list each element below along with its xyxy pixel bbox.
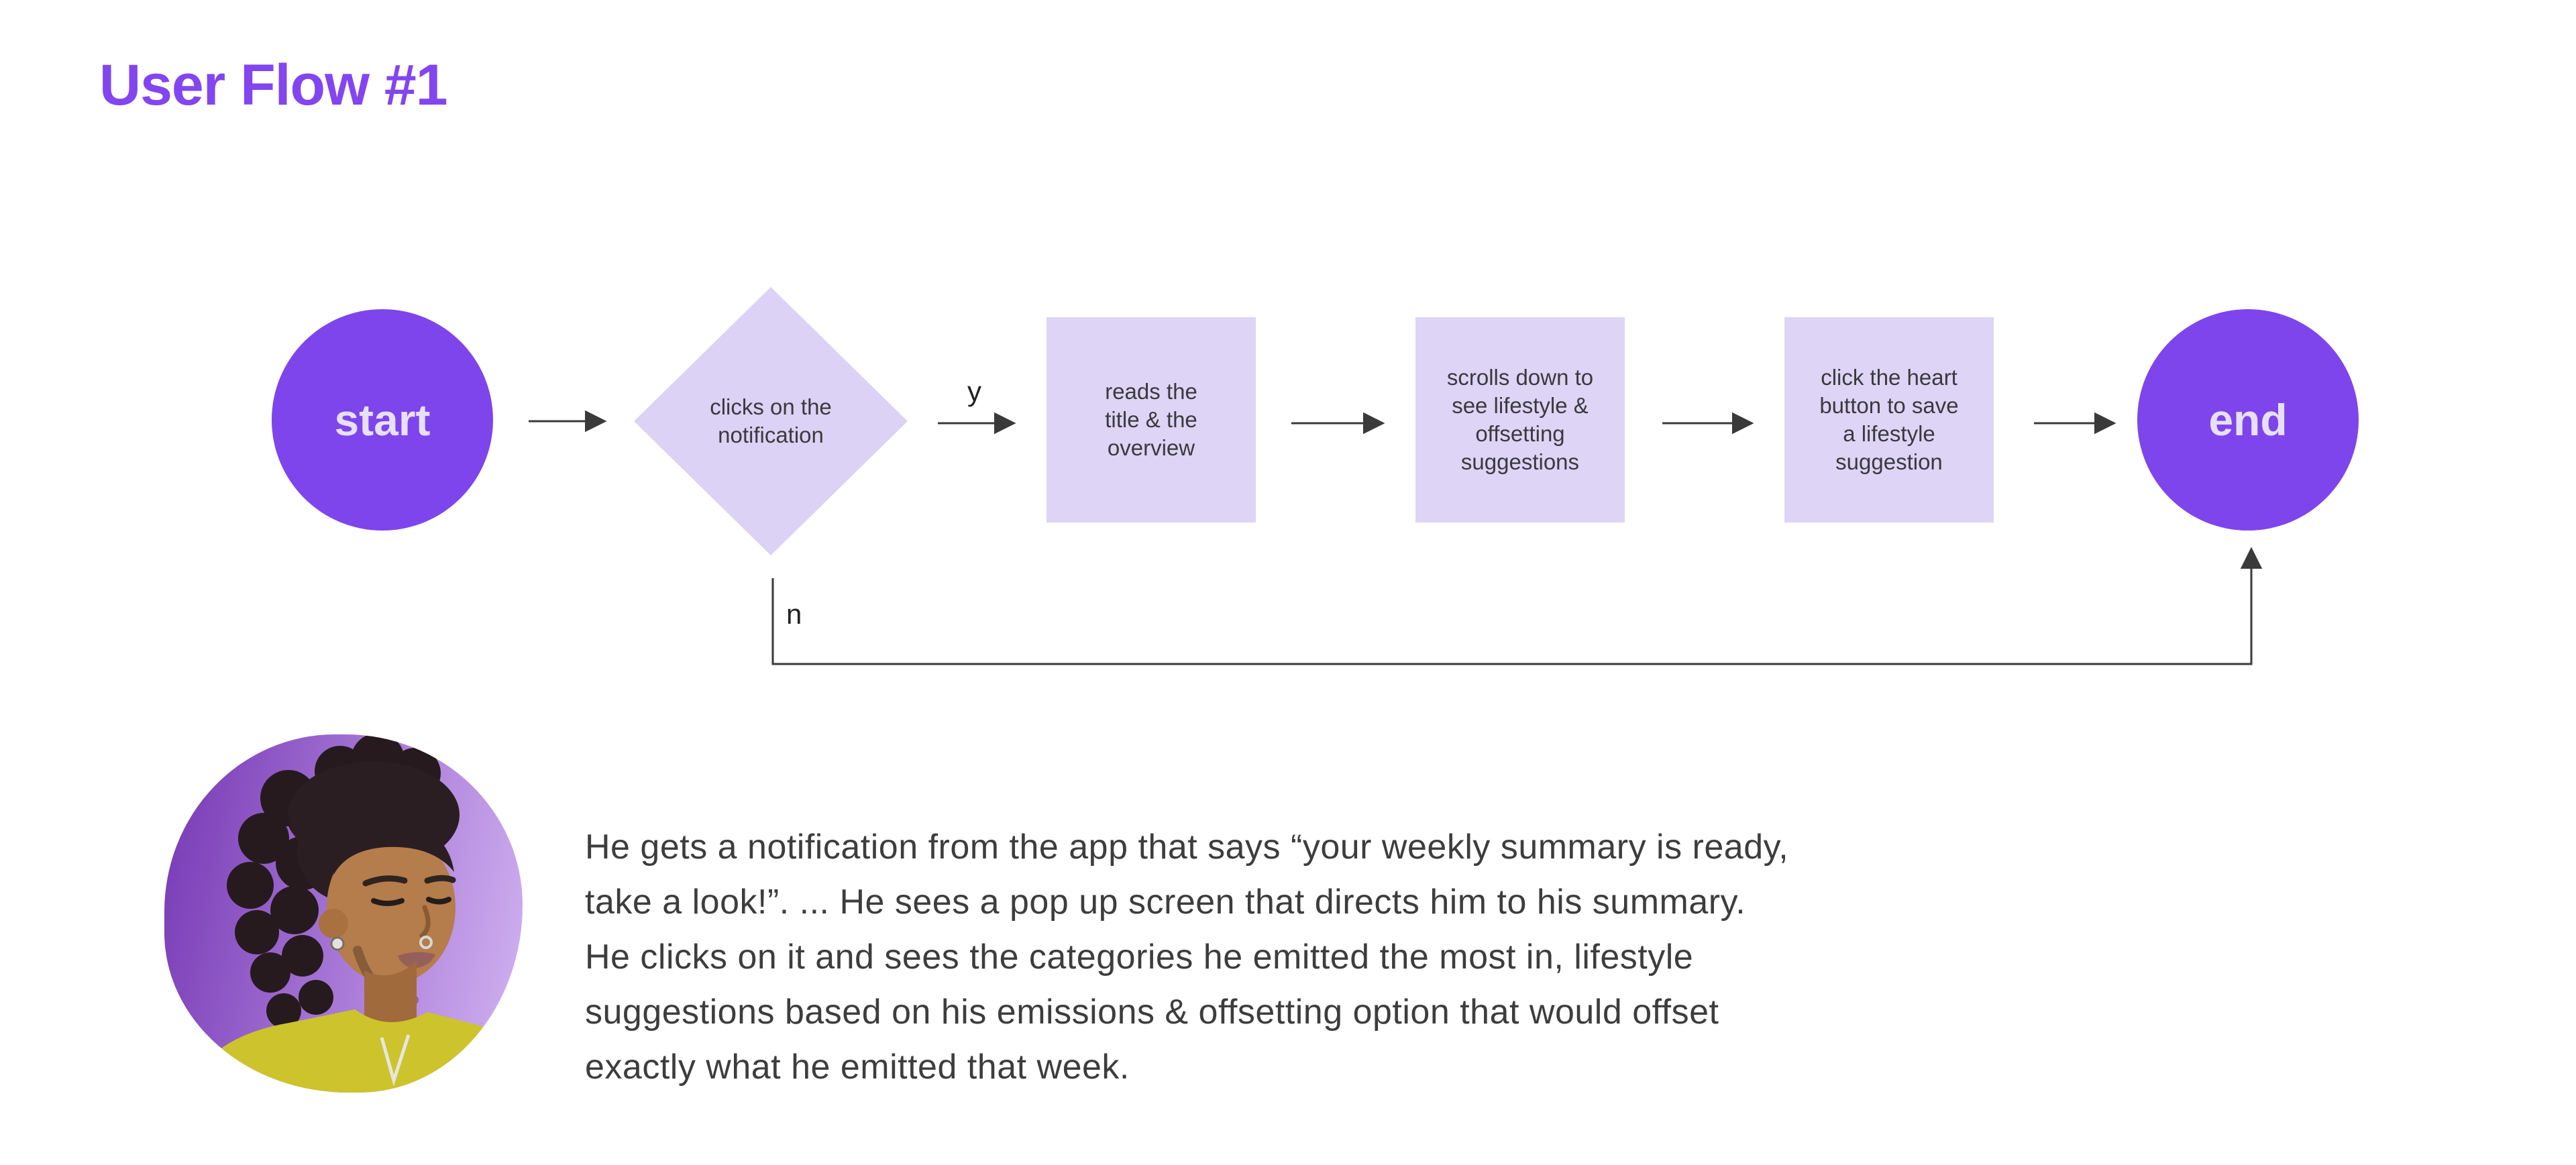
flow-node-step-3: click the heart button to save a lifesty… (1784, 317, 1994, 522)
branch-label-no: n (786, 598, 802, 630)
end-label: end (2208, 395, 2288, 445)
step-3-label: click the heart button to save a lifesty… (1819, 365, 1959, 474)
flow-node-start: start (272, 309, 493, 531)
step-1-label: reads the title & the overview (1105, 379, 1197, 460)
flow-node-step-2: scrolls down to see lifestyle & offsetti… (1415, 317, 1625, 522)
start-label: start (334, 395, 431, 445)
step-2-label: scrolls down to see lifestyle & offsetti… (1446, 365, 1594, 474)
decision-label: clicks on the notification (710, 394, 832, 447)
persona-avatar-illustration (164, 734, 523, 1093)
flow-node-step-1: reads the title & the overview (1046, 317, 1256, 522)
persona-description: He gets a notification from the app that… (585, 828, 1789, 1087)
connector-decision-no-to-end (771, 547, 2263, 665)
page-title: User Flow #1 (99, 53, 448, 117)
persona-avatar (164, 734, 523, 1093)
branch-label-yes: y (967, 376, 981, 407)
flow-node-end: end (2137, 309, 2359, 531)
